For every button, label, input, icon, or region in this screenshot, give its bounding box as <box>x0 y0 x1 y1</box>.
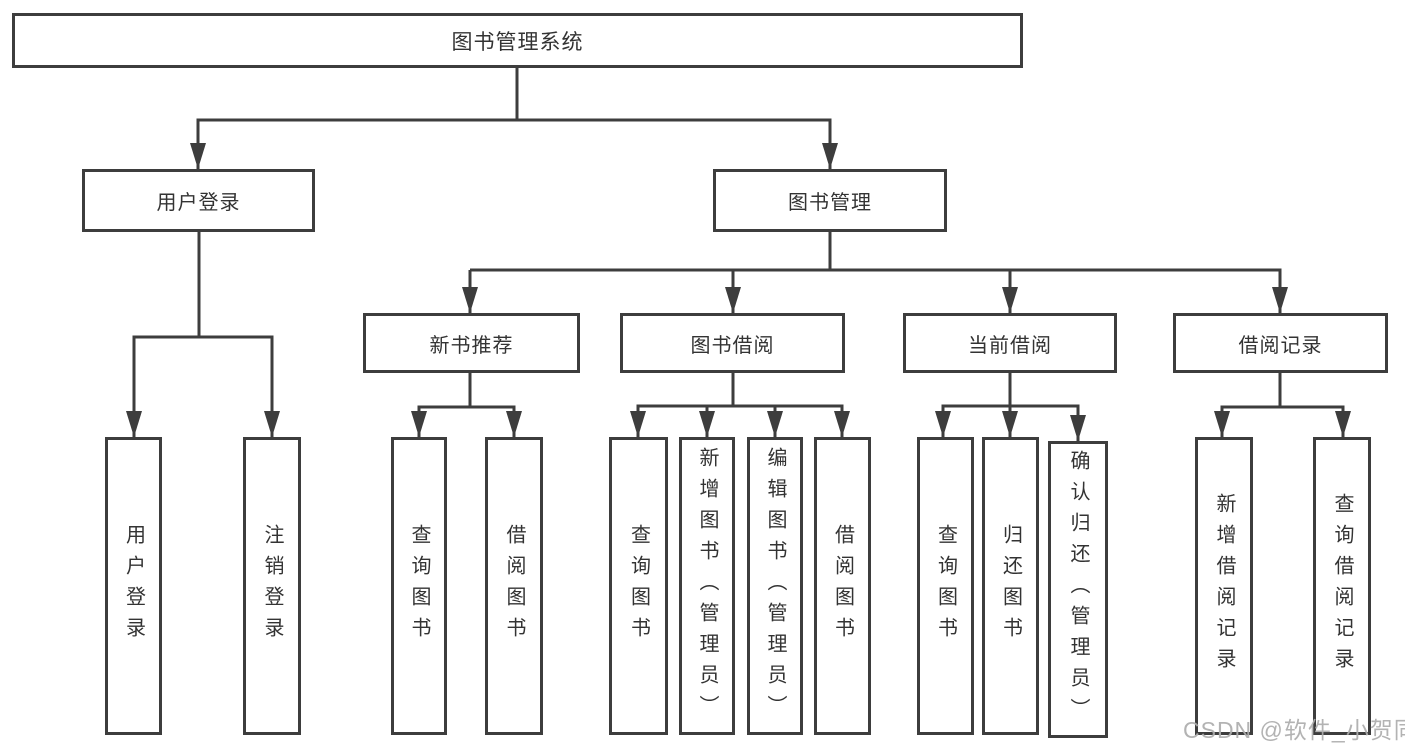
arrowhead <box>411 411 427 437</box>
arrowhead <box>767 411 783 437</box>
node-book-borrow: 图书借阅 <box>620 313 845 373</box>
node-edit-book-admin: 编辑图书（管理员） <box>747 437 803 735</box>
node-borrow-books-recommend: 借阅图书 <box>485 437 543 735</box>
connector-user-login-children <box>132 232 274 437</box>
node-query-books-borrow: 查询图书 <box>609 437 668 735</box>
arrowhead <box>1002 411 1018 437</box>
node-current-borrow: 当前借阅 <box>903 313 1117 373</box>
node-book-management: 图书管理 <box>713 169 947 232</box>
arrowhead <box>1335 411 1351 437</box>
node-user-login: 用户登录 <box>82 169 315 232</box>
arrowhead <box>1214 411 1230 437</box>
arrowhead <box>190 143 206 169</box>
node-return-books: 归还图书 <box>982 437 1039 735</box>
arrowhead <box>699 411 715 437</box>
node-new-book-recommend: 新书推荐 <box>363 313 580 373</box>
arrowhead <box>834 411 850 437</box>
arrowhead <box>822 143 838 169</box>
connector-recommend-children <box>417 373 516 437</box>
node-borrow-books-leaf: 借阅图书 <box>814 437 871 735</box>
node-confirm-return-admin: 确认归还（管理员） <box>1048 441 1108 738</box>
arrowhead <box>935 411 951 437</box>
connector-records-children <box>1220 373 1345 437</box>
connector-borrow-children <box>636 373 844 437</box>
watermark: CSDN @软件_小贺同学 <box>1183 717 1405 743</box>
node-logout-leaf: 注销登录 <box>243 437 301 735</box>
connector-book-mgmt-children <box>468 232 1282 313</box>
arrowhead <box>462 287 478 313</box>
arrowhead <box>725 287 741 313</box>
arrowhead <box>1272 287 1288 313</box>
node-user-login-leaf: 用户登录 <box>105 437 162 735</box>
node-query-borrow-record: 查询借阅记录 <box>1313 437 1371 735</box>
connector-root-to-level2 <box>196 68 832 169</box>
arrowhead <box>506 411 522 437</box>
arrowhead <box>1002 287 1018 313</box>
node-root: 图书管理系统 <box>12 13 1023 68</box>
node-add-borrow-record: 新增借阅记录 <box>1195 437 1253 735</box>
arrowhead <box>630 411 646 437</box>
node-query-books-current: 查询图书 <box>917 437 974 735</box>
arrowhead <box>1070 415 1086 441</box>
arrowhead <box>264 411 280 437</box>
node-query-books-recommend: 查询图书 <box>391 437 447 735</box>
node-borrow-records: 借阅记录 <box>1173 313 1388 373</box>
arrowhead <box>126 411 142 437</box>
node-add-book-admin: 新增图书（管理员） <box>679 437 735 735</box>
